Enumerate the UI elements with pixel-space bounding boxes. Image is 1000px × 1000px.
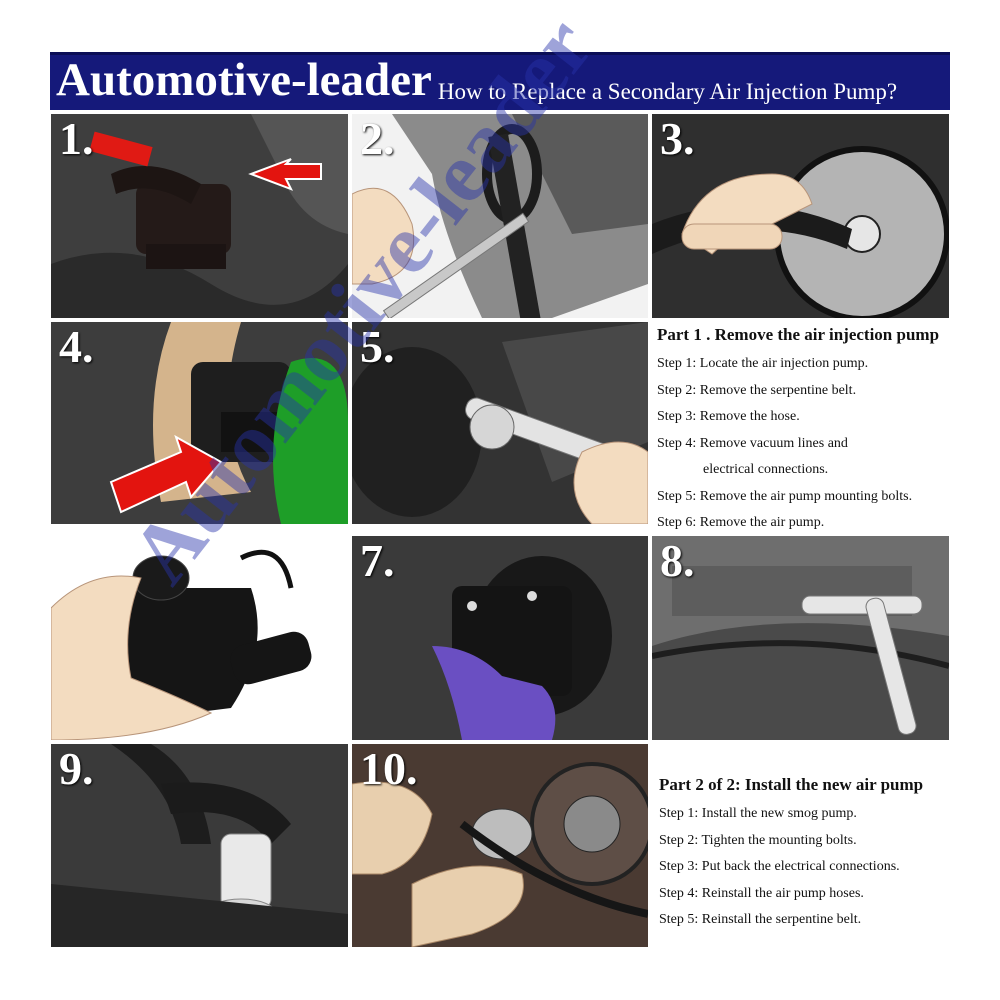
install-pump-illustration — [352, 536, 648, 740]
step-number: 3. — [660, 114, 695, 164]
hose-removal-illustration — [652, 114, 949, 318]
illustration-step-9: 9. — [51, 744, 348, 947]
part-1-step: Step 5: Remove the air pump mounting bol… — [657, 488, 913, 504]
step-number: 2. — [360, 114, 395, 164]
part-1-instructions: Part 1 . Remove the air injection pump S… — [657, 325, 949, 537]
illustration-step-10: 10. — [352, 744, 648, 947]
part-2-step: Step 4: Reinstall the air pump hoses. — [659, 885, 864, 901]
illustration-step-3: 3. — [652, 114, 949, 318]
step-number: 8. — [660, 536, 695, 586]
illustration-step-2: 2. — [352, 114, 648, 318]
mounting-bolts-illustration — [352, 322, 648, 524]
part-1-step: Step 3: Remove the hose. — [657, 409, 800, 424]
pump-connector-illustration — [51, 114, 348, 318]
illustration-step-1: 1. — [51, 114, 348, 318]
step-number: 7. — [360, 536, 395, 586]
part-1-step-continued: electrical connections. — [703, 462, 829, 477]
part-2-step: Step 1: Install the new smog pump. — [659, 806, 857, 821]
electrical-connections-illustration — [51, 744, 348, 947]
illustration-step-5: 5. — [352, 322, 648, 524]
illustration-step-6 — [51, 528, 348, 740]
illustration-step-4: 4. — [51, 322, 348, 524]
step-number: 5. — [360, 322, 395, 372]
part-1-step: Step 1: Locate the air injection pump. — [657, 356, 869, 371]
page-subtitle: How to Replace a Secondary Air Injection… — [437, 79, 898, 104]
serpentine-belt-illustration — [352, 114, 648, 318]
step-number: 9. — [59, 744, 94, 794]
part-2-step: Step 5: Reinstall the serpentine belt. — [659, 912, 862, 927]
part-2-title: Part 2 of 2: Install the new air pump — [659, 775, 924, 794]
part-1-title: Part 1 . Remove the air injection pump — [657, 325, 940, 344]
step-number: 10. — [360, 744, 418, 794]
part-1-step: Step 2: Remove the serpentine belt. — [657, 382, 857, 398]
tighten-bolts-illustration — [652, 536, 949, 740]
serpentine-belt-reinstall-illustration — [352, 744, 648, 947]
part-1-step: Step 4: Remove vacuum lines and — [657, 435, 848, 451]
part-2-step: Step 3: Put back the electrical connecti… — [659, 859, 900, 874]
brand-title: Automotive-leader — [56, 54, 432, 106]
vacuum-lines-illustration — [51, 322, 348, 524]
step-number: 4. — [59, 322, 94, 372]
part-2-step: Step 2: Tighten the mounting bolts. — [659, 832, 857, 848]
part-1-step: Step 6: Remove the air pump. — [657, 515, 825, 530]
illustration-step-8: 8. — [652, 536, 949, 740]
illustration-step-7: 7. — [352, 536, 648, 740]
header-banner: Automotive-leader How to Replace a Secon… — [50, 52, 950, 110]
part-2-instructions: Part 2 of 2: Install the new air pump St… — [659, 775, 949, 934]
air-pump-removed-illustration — [51, 528, 348, 740]
step-number: 1. — [59, 114, 94, 164]
